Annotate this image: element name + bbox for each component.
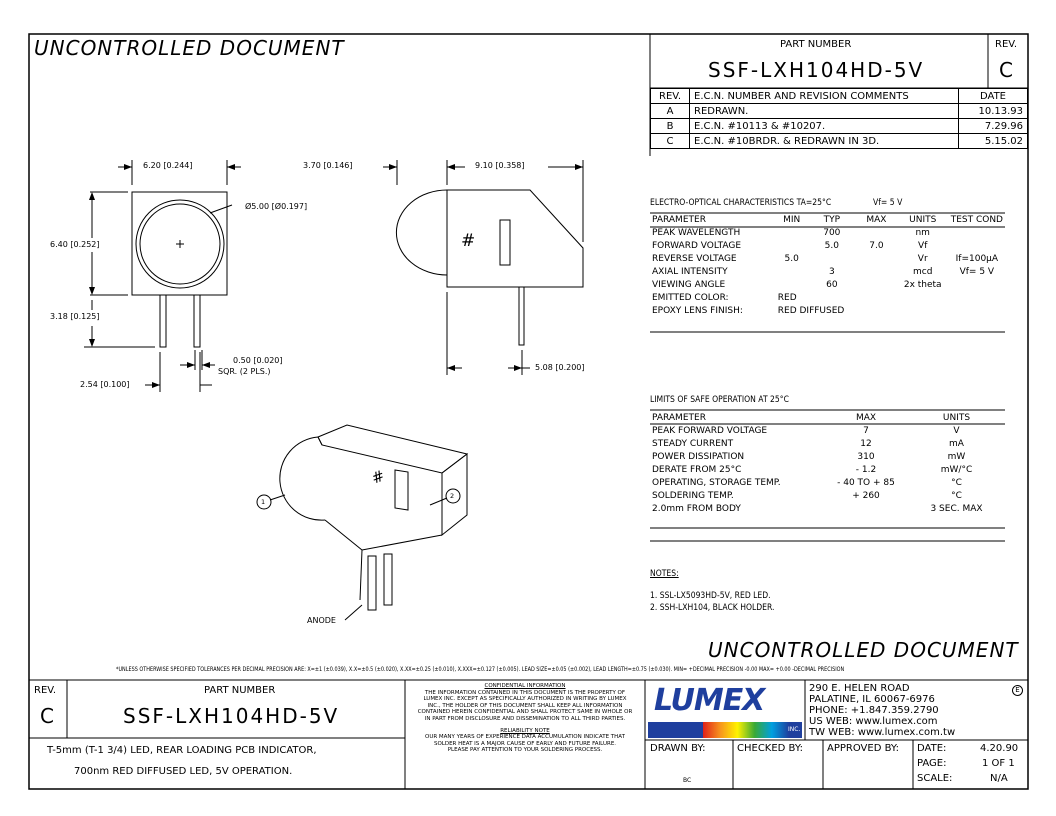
tb-rev-label: REV. [34, 685, 56, 696]
rev-value: C [999, 58, 1013, 82]
callout-2: 2 [450, 492, 455, 500]
dim-lead-offset: 5.08 [0.200] [535, 363, 585, 372]
confidential-block: CONFIDENTIAL INFORMATION THE INFORMATION… [417, 683, 633, 754]
tb-part-number-label: PART NUMBER [204, 685, 276, 696]
table-row: EPOXY LENS FINISH: RED DIFFUSED [652, 305, 845, 316]
page-label: PAGE: [917, 758, 947, 769]
drawn-by-value: BC [683, 777, 692, 784]
dim-pitch: 2.54 [0.100] [80, 380, 130, 389]
drawn-by-label: DRAWN BY: [650, 743, 706, 754]
safe-operation-table: PARAMETER MAX UNITS PEAK FORWARD VOLTAGE… [650, 411, 1005, 515]
table-row: B E.C.N. #10113 & #10207. 7.29.96 [650, 118, 1028, 134]
logo-inc: INC. [788, 726, 801, 733]
rev-header-date: DATE [958, 88, 1028, 104]
description-line-2: 700nm RED DIFFUSED LED, 5V OPERATION. [74, 766, 293, 777]
note-2: 2. SSH-LXH104, BLACK HOLDER. [650, 603, 775, 613]
part-number: SSF-LXH104HD-5V [708, 58, 925, 82]
callout-1: 1 [261, 498, 266, 506]
date-label: DATE: [917, 743, 947, 754]
certification-mark: E [1012, 685, 1023, 696]
watermark-top: UNCONTROLLED DOCUMENT [34, 36, 345, 60]
company-logo: LUMEX We Have Photons to Work For You IN… [648, 682, 802, 738]
notes-title: NOTES: [650, 569, 679, 579]
eo-title: ELECTRO-OPTICAL CHARACTERISTICS TA=25°C [650, 198, 832, 208]
dim-front-width: 6.20 [0.244] [143, 161, 193, 170]
tb-rev-value: C [40, 704, 54, 728]
table-row: C E.C.N. #10BRDR. & REDRAWN IN 3D. 5.15.… [650, 133, 1028, 149]
tolerance-note: *UNLESS OTHERWISE SPECIFIED TOLERANCES P… [116, 666, 845, 673]
dim-front-height: 6.40 [0.252] [50, 240, 100, 249]
table-row: A REDRAWN. 10.13.93 [650, 103, 1028, 119]
rev-header-rev: REV. [650, 88, 690, 104]
dim-lead-square: SQR. (2 PLS.) [218, 367, 271, 376]
table-row: EMITTED COLOR: RED [652, 292, 797, 303]
safe-op-title: LIMITS OF SAFE OPERATION AT 25°C [650, 395, 789, 405]
eo-vf-condition: Vf= 5 V [873, 198, 903, 208]
note-1: 1. SSL-LX5093HD-5V, RED LED. [650, 591, 771, 601]
watermark-bottom: UNCONTROLLED DOCUMENT [708, 638, 1019, 662]
hash-mark-side: # [461, 231, 476, 251]
revision-table: REV. E.C.N. NUMBER AND REVISION COMMENTS… [650, 88, 1028, 149]
anode-label: ANODE [307, 616, 336, 625]
approved-by-label: APPROVED BY: [827, 743, 900, 754]
dim-lead-width: 0.50 [0.020] [233, 356, 283, 365]
date-value: 4.20.90 [980, 743, 1019, 754]
table-row: OPERATING, STORAGE TEMP.- 40 TO + 85°C [652, 477, 962, 488]
checked-by-label: CHECKED BY: [737, 743, 804, 754]
logo-text: LUMEX [654, 683, 765, 718]
scale-value: N/A [990, 773, 1008, 784]
rev-header-comment: E.C.N. NUMBER AND REVISION COMMENTS [689, 88, 959, 104]
rev-label: REV. [995, 39, 1017, 50]
company-address: 290 E. HELEN ROAD PALATINE, IL 60067-697… [809, 683, 956, 738]
page-value: 1 OF 1 [982, 758, 1015, 769]
dim-body-length: 9.10 [0.358] [475, 161, 525, 170]
scale-label: SCALE: [917, 773, 953, 784]
description-line-1: T-5mm (T-1 3/4) LED, REAR LOADING PCB IN… [47, 745, 317, 756]
dim-lead-height: 3.18 [0.125] [50, 312, 100, 321]
tb-part-number: SSF-LXH104HD-5V [123, 704, 340, 728]
dim-diameter: Ø5.00 [Ø0.197] [245, 202, 308, 211]
part-number-label: PART NUMBER [780, 39, 852, 50]
electro-optical-table: PARAMETER MIN TYP MAX UNITS TEST COND PE… [652, 214, 1003, 316]
dim-lens-length: 3.70 [0.146] [303, 161, 353, 170]
table-row: SOLDERING TEMP.+ 260°C [652, 490, 962, 501]
logo-tagline: We Have Photons to Work For You [652, 710, 755, 717]
